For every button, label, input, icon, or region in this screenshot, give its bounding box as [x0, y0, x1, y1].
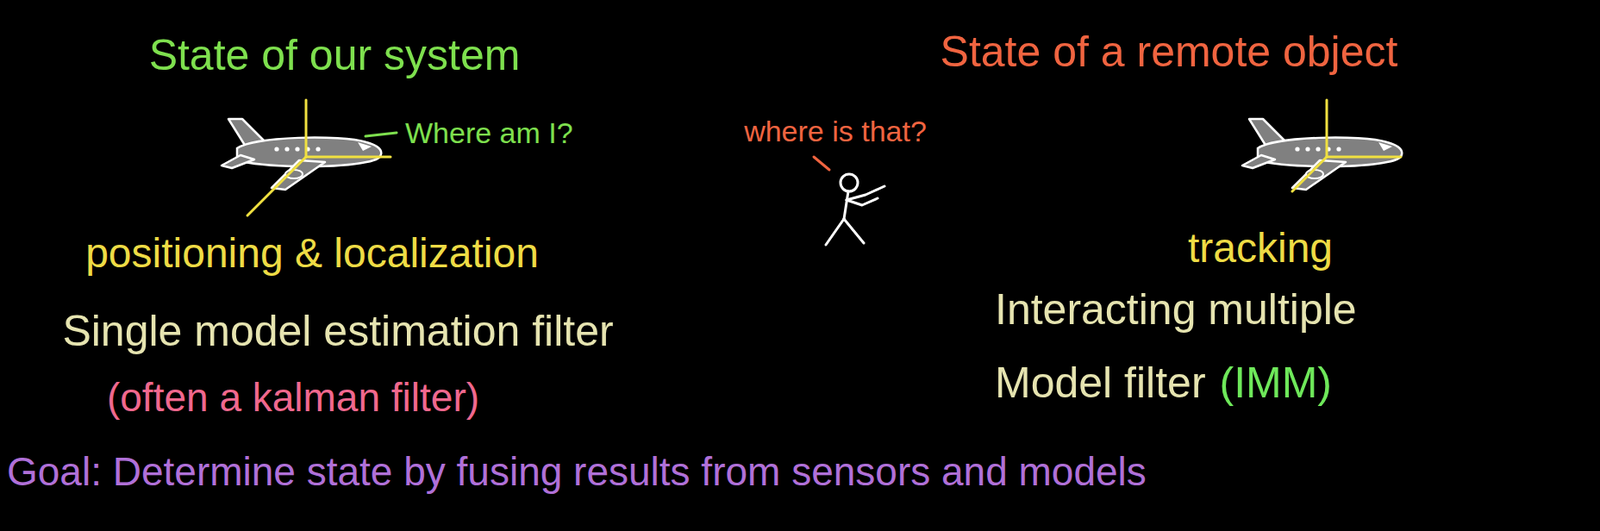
window — [1336, 146, 1341, 151]
stick-figure — [825, 174, 885, 245]
window — [315, 146, 320, 151]
callout-label: Where am I? — [405, 115, 574, 151]
stabilizer — [1242, 155, 1275, 169]
windshield — [357, 142, 372, 151]
body-axes — [1292, 100, 1401, 192]
axis — [247, 156, 307, 216]
window — [1294, 146, 1300, 151]
axis — [305, 100, 308, 157]
windows — [274, 146, 320, 151]
head — [840, 174, 858, 192]
acronym-label: (IMM) — [1219, 356, 1333, 409]
method-label: Single model estimation filter — [62, 305, 613, 357]
axis — [1292, 156, 1327, 192]
torso — [843, 191, 849, 219]
window — [1315, 146, 1320, 151]
leader-line — [813, 156, 830, 170]
note-label: (often a kalman filter) — [106, 374, 480, 422]
section-heading: State of our system — [149, 29, 521, 82]
leader-line — [365, 132, 397, 137]
axis — [1326, 156, 1401, 159]
window — [274, 146, 279, 151]
section-heading: State of a remote object — [940, 25, 1399, 78]
window — [1305, 146, 1310, 151]
windows — [1294, 146, 1341, 151]
stabilizer — [221, 155, 255, 169]
arm — [846, 198, 878, 206]
method-label: Interacting multiple Model filter — [994, 273, 1418, 420]
goal-statement: Goal: Determine state by fusing results … — [6, 448, 1147, 496]
remote-airplane — [1242, 100, 1402, 192]
window — [284, 146, 289, 151]
windshield — [1378, 142, 1393, 151]
topic-label: tracking — [1187, 223, 1333, 274]
axis — [306, 156, 391, 159]
body-axes — [247, 100, 391, 216]
axis — [1325, 100, 1329, 157]
own-airplane — [221, 100, 391, 216]
leg — [843, 218, 864, 244]
leg — [825, 218, 844, 245]
window — [294, 146, 300, 151]
topic-label: positioning & localization — [85, 228, 539, 279]
callout-label: where is that? — [743, 113, 927, 150]
